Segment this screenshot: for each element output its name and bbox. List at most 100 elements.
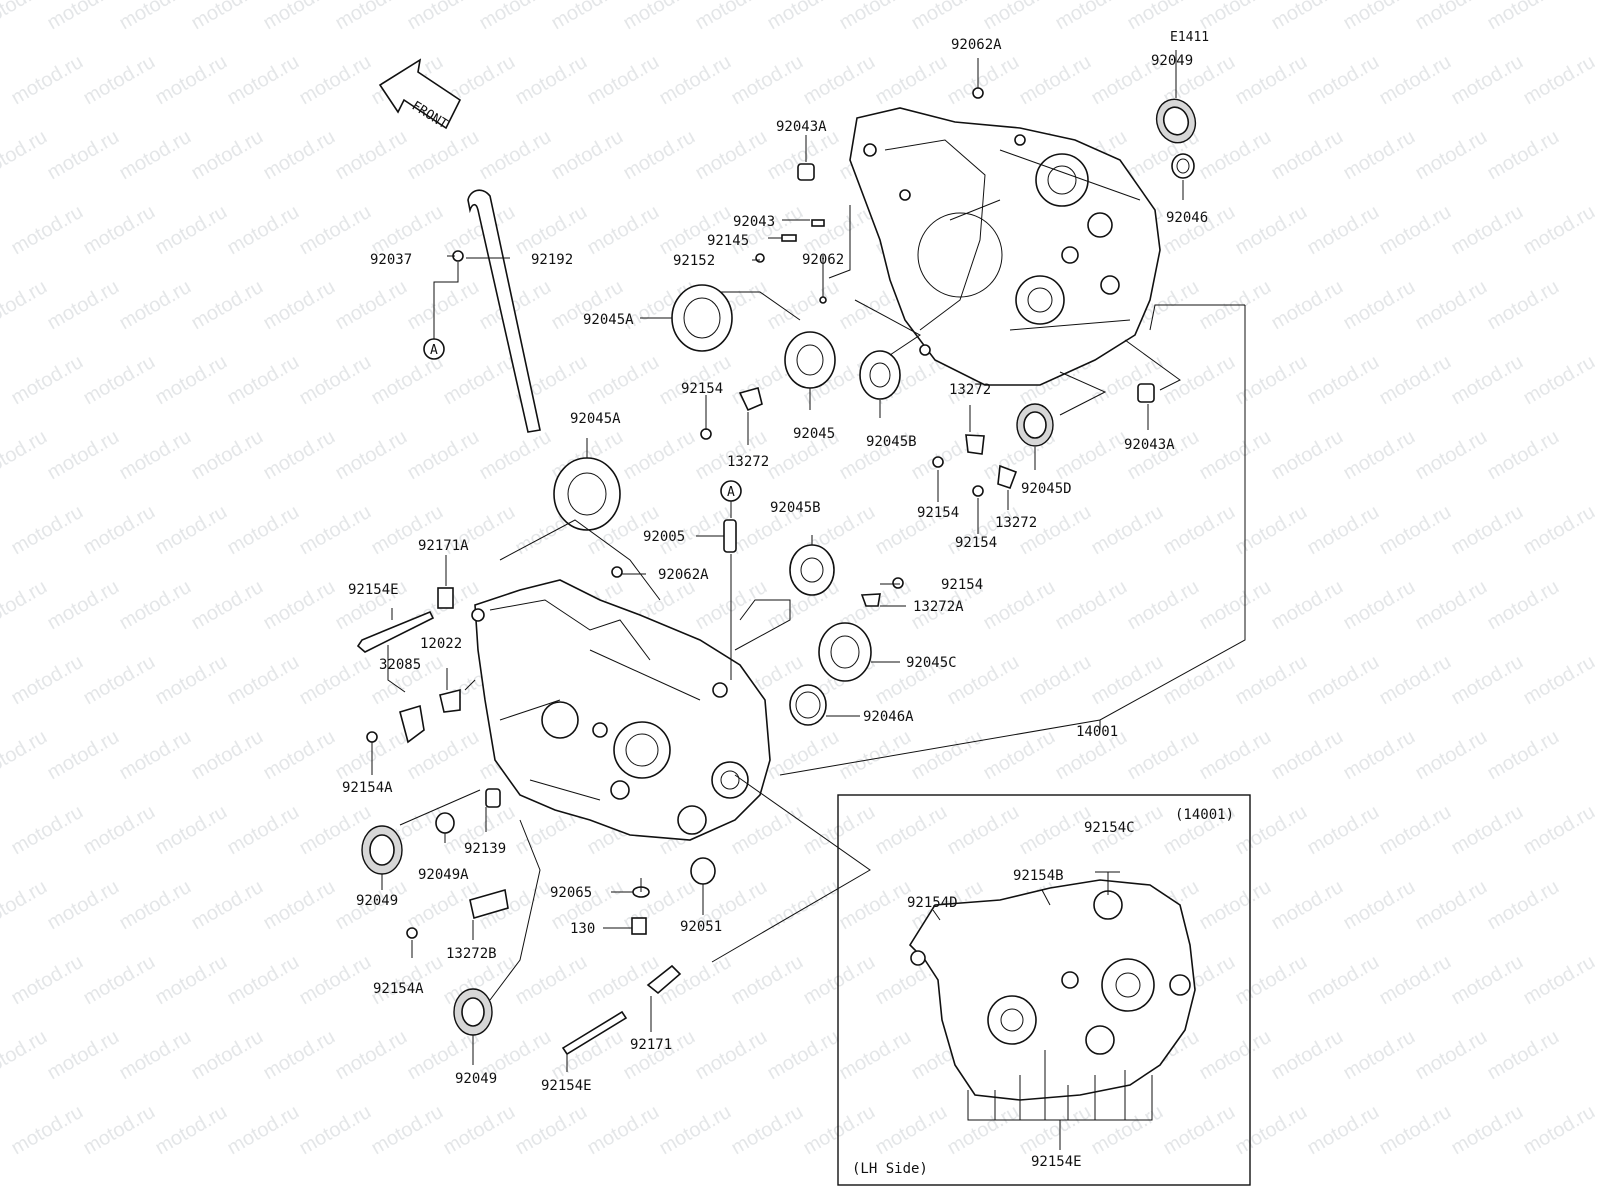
part-label-32085: 32085 bbox=[379, 657, 421, 673]
watermark-text: motod.ru bbox=[260, 426, 339, 485]
part-label-92045C: 92045C bbox=[906, 655, 957, 671]
watermark-text: motod.ru bbox=[836, 0, 915, 34]
watermark-text: motod.ru bbox=[872, 801, 951, 860]
watermark-text: motod.ru bbox=[1484, 0, 1563, 34]
watermark-text: motod.ru bbox=[1304, 501, 1383, 560]
watermark-text: motod.ru bbox=[296, 351, 375, 410]
watermark-text: motod.ru bbox=[188, 276, 267, 335]
watermark-text: motod.ru bbox=[296, 51, 375, 110]
watermark-text: motod.ru bbox=[1340, 726, 1419, 785]
watermark-text: motod.ru bbox=[1412, 0, 1491, 34]
watermark-text: motod.ru bbox=[296, 1101, 375, 1160]
watermark-text: motod.ru bbox=[1340, 426, 1419, 485]
watermark-text: motod.ru bbox=[944, 1101, 1023, 1160]
watermark-text: motod.ru bbox=[404, 426, 483, 485]
watermark-text: motod.ru bbox=[476, 126, 555, 185]
watermark-text: motod.ru bbox=[800, 1101, 879, 1160]
watermark-text: motod.ru bbox=[1304, 201, 1383, 260]
watermark-text: motod.ru bbox=[1520, 651, 1599, 710]
watermark-text: motod.ru bbox=[152, 651, 231, 710]
watermark-text: motod.ru bbox=[800, 201, 879, 260]
watermark-text: motod.ru bbox=[1520, 51, 1599, 110]
watermark-text: motod.ru bbox=[584, 201, 663, 260]
watermark-text: motod.ru bbox=[1412, 276, 1491, 335]
part-label-12022: 12022 bbox=[420, 636, 462, 652]
watermark-text: motod.ru bbox=[1304, 651, 1383, 710]
part-label-92051: 92051 bbox=[680, 919, 722, 935]
watermark-text: motod.ru bbox=[1340, 1026, 1419, 1085]
watermark-text: motod.ru bbox=[224, 951, 303, 1010]
watermark-text: motod.ru bbox=[908, 426, 987, 485]
watermark-text: motod.ru bbox=[80, 951, 159, 1010]
watermark-text: motod.ru bbox=[116, 0, 195, 34]
watermark-text: motod.ru bbox=[548, 0, 627, 34]
watermark-text: motod.ru bbox=[296, 651, 375, 710]
watermark-text: motod.ru bbox=[296, 201, 375, 260]
watermark-text: motod.ru bbox=[152, 351, 231, 410]
watermark-text: motod.ru bbox=[800, 51, 879, 110]
part-label-92043: 92043 bbox=[733, 214, 775, 230]
watermark-text: motod.ru bbox=[1340, 126, 1419, 185]
watermark-text: motod.ru bbox=[584, 51, 663, 110]
watermark-text: motod.ru bbox=[1448, 801, 1527, 860]
watermark-text: motod.ru bbox=[1232, 201, 1311, 260]
watermark-text: motod.ru bbox=[1376, 801, 1455, 860]
watermark-text: motod.ru bbox=[1412, 726, 1491, 785]
watermark-text: motod.ru bbox=[224, 1101, 303, 1160]
watermark-text: motod.ru bbox=[1304, 801, 1383, 860]
watermark-text: motod.ru bbox=[332, 1026, 411, 1085]
watermark-text: motod.ru bbox=[188, 876, 267, 935]
watermark-text: motod.ru bbox=[728, 951, 807, 1010]
part-label-130: 130 bbox=[570, 921, 595, 937]
watermark-text: motod.ru bbox=[260, 0, 339, 34]
watermark-text: motod.ru bbox=[980, 0, 1059, 34]
watermark-text: motod.ru bbox=[1016, 651, 1095, 710]
watermark-text: motod.ru bbox=[1340, 0, 1419, 34]
watermark-text: motod.ru bbox=[80, 1101, 159, 1160]
watermark-text: motod.ru bbox=[1520, 351, 1599, 410]
watermark-text: motod.ru bbox=[116, 426, 195, 485]
watermark-text: motod.ru bbox=[1448, 651, 1527, 710]
callout-a-mid: A bbox=[727, 485, 735, 500]
part-label-92049: 92049 bbox=[1151, 53, 1193, 69]
part-label-92037: 92037 bbox=[370, 252, 412, 268]
watermark-text: motod.ru bbox=[1268, 726, 1347, 785]
watermark-text: motod.ru bbox=[0, 1026, 51, 1085]
watermark-text: motod.ru bbox=[1196, 1026, 1275, 1085]
watermark-text: motod.ru bbox=[152, 951, 231, 1010]
watermark-text: motod.ru bbox=[1412, 126, 1491, 185]
part-label-92062A: 92062A bbox=[951, 37, 1002, 53]
part-label-92154B: 92154B bbox=[1013, 868, 1064, 884]
watermark-text: motod.ru bbox=[404, 276, 483, 335]
watermark-text: motod.ru bbox=[1088, 1101, 1167, 1160]
watermark-text: motod.ru bbox=[224, 801, 303, 860]
watermark-text: motod.ru bbox=[1376, 951, 1455, 1010]
watermark-text: motod.ru bbox=[584, 1101, 663, 1160]
part-label-92045D: 92045D bbox=[1021, 481, 1072, 497]
watermark-text: motod.ru bbox=[224, 201, 303, 260]
diagram-code: E1411 bbox=[1170, 30, 1209, 45]
watermark-text: motod.ru bbox=[728, 201, 807, 260]
watermark-text: motod.ru bbox=[512, 201, 591, 260]
watermark-text: motod.ru bbox=[188, 0, 267, 34]
part-label-92154-3: 92154 bbox=[955, 535, 997, 551]
watermark-text: motod.ru bbox=[1196, 426, 1275, 485]
part-label-13272B: 13272B bbox=[446, 946, 497, 962]
watermark-text: motod.ru bbox=[512, 51, 591, 110]
watermark-text: motod.ru bbox=[656, 201, 735, 260]
watermark-text: motod.ru bbox=[1520, 1101, 1599, 1160]
watermark-text: motod.ru bbox=[440, 351, 519, 410]
watermark-text: motod.ru bbox=[44, 1026, 123, 1085]
watermark-text: motod.ru bbox=[1232, 51, 1311, 110]
watermark-text: motod.ru bbox=[512, 1101, 591, 1160]
watermark-text: motod.ru bbox=[1196, 126, 1275, 185]
watermark-text: motod.ru bbox=[188, 126, 267, 185]
watermark-text: motod.ru bbox=[1124, 576, 1203, 635]
watermark-text: motod.ru bbox=[1196, 876, 1275, 935]
watermark-text: motod.ru bbox=[1232, 1101, 1311, 1160]
part-label-13272: 13272 bbox=[727, 454, 769, 470]
watermark-text: motod.ru bbox=[80, 51, 159, 110]
part-label-13272-2: 13272 bbox=[949, 382, 991, 398]
watermark-text: motod.ru bbox=[116, 876, 195, 935]
part-label-92139: 92139 bbox=[464, 841, 506, 857]
